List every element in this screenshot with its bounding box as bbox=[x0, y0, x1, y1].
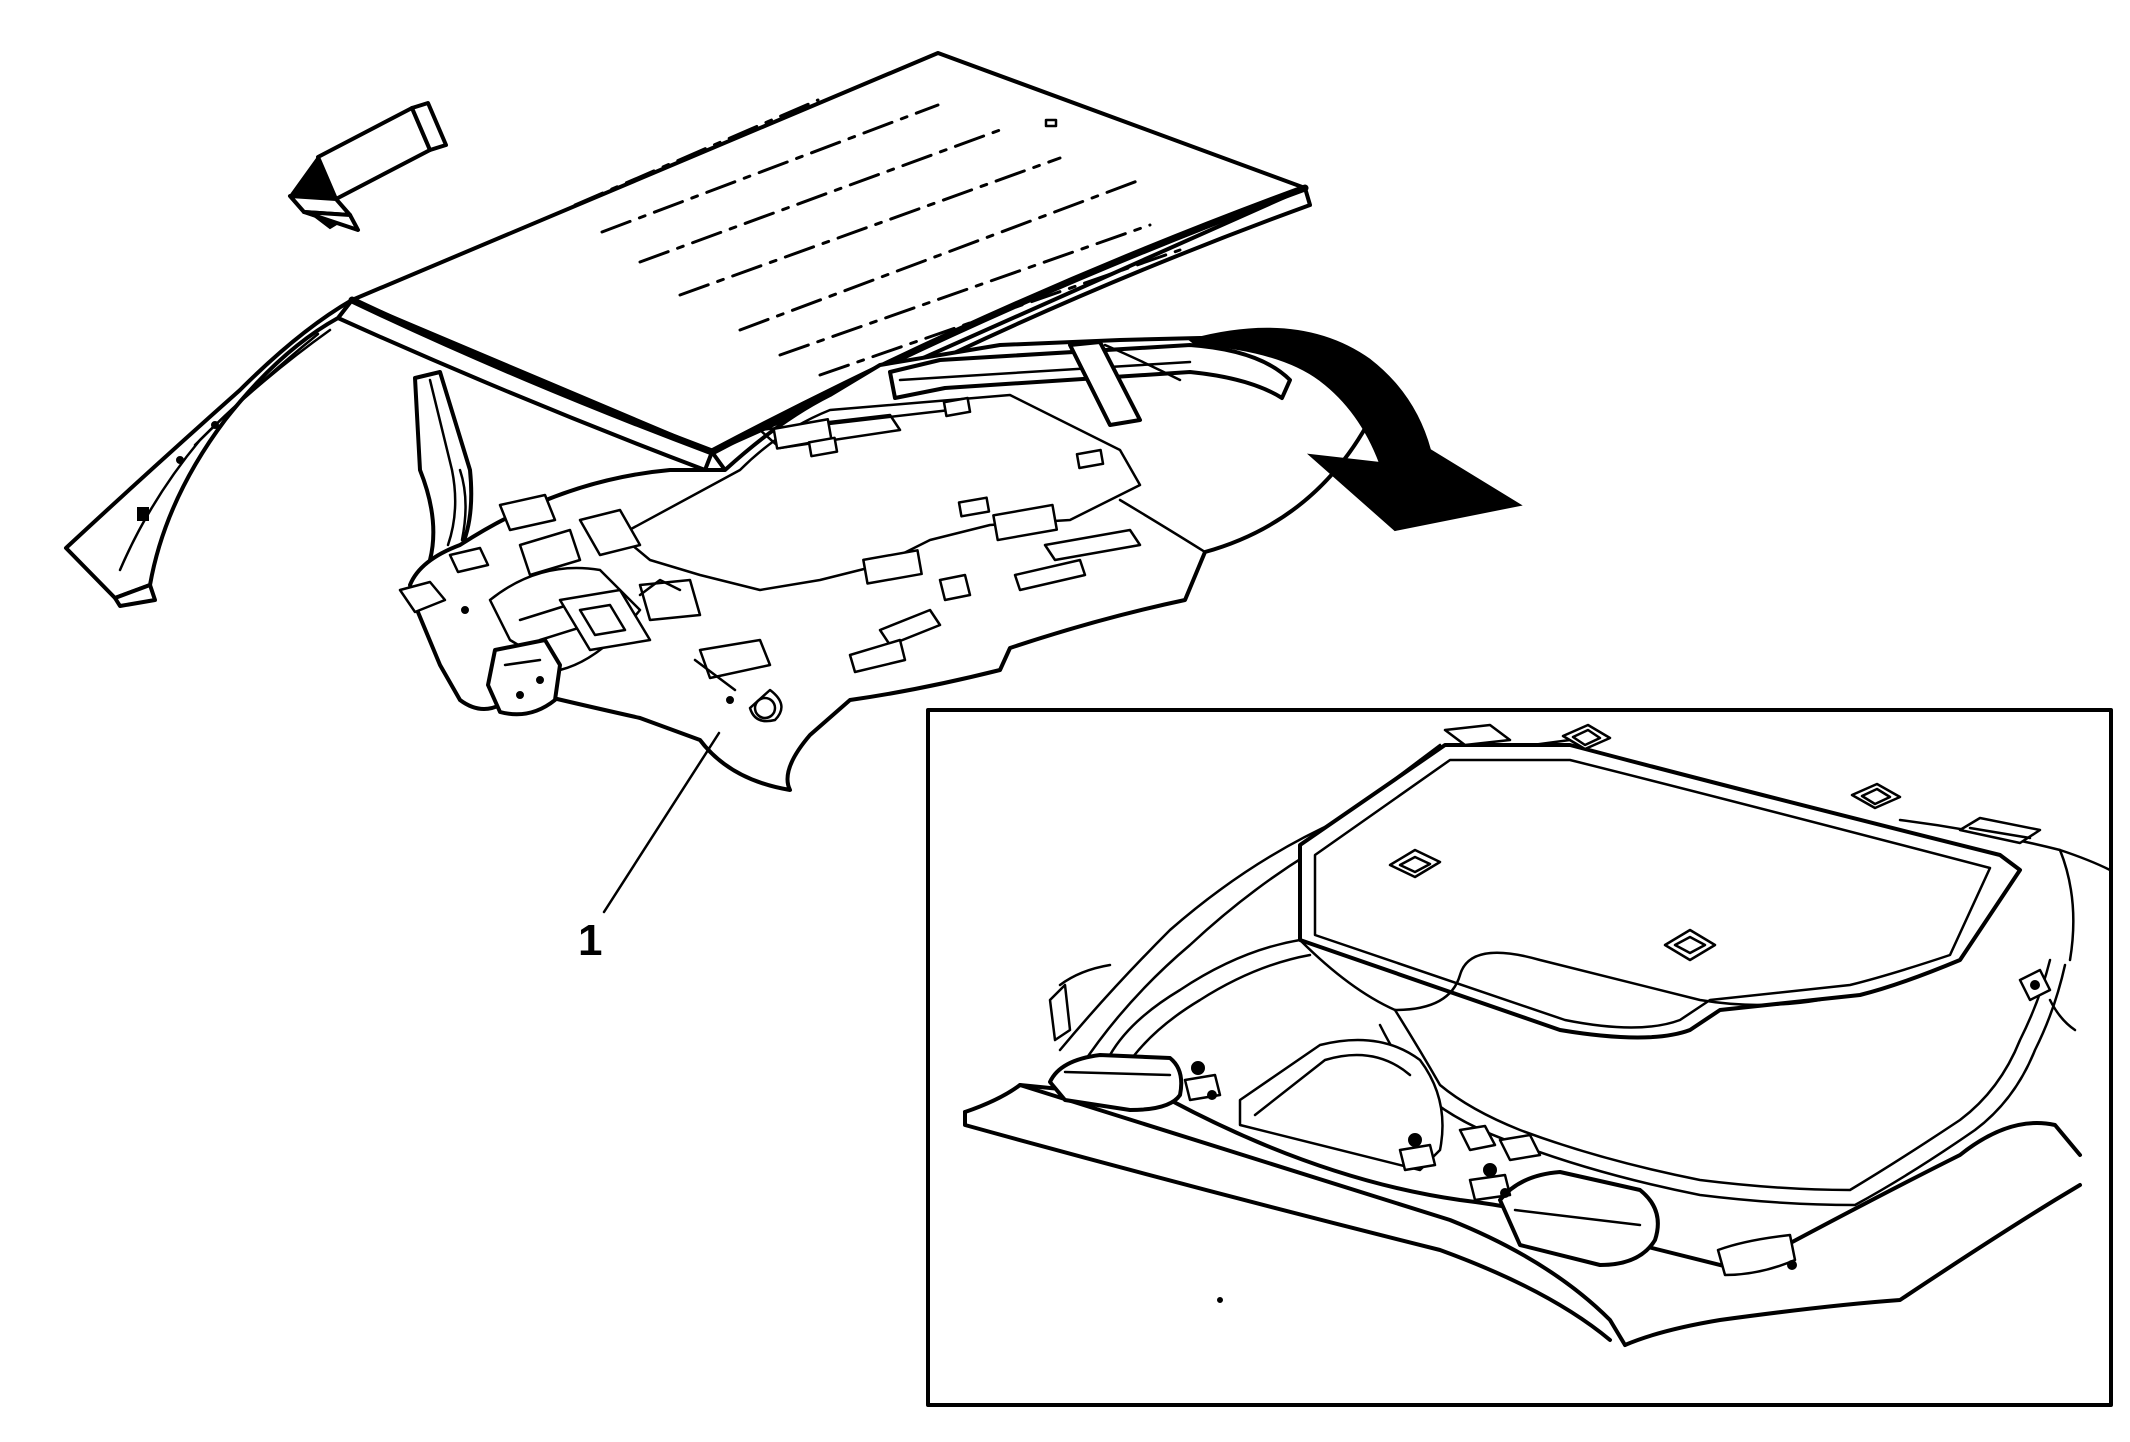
rotation-arrow-icon bbox=[1187, 327, 1523, 532]
headliner-assembly bbox=[398, 336, 1377, 792]
inset-headliner bbox=[963, 723, 2112, 1347]
callout-label-1: 1 bbox=[578, 916, 602, 965]
a-pillar bbox=[64, 298, 354, 608]
callout-1: 1 bbox=[578, 731, 721, 965]
b-pillar bbox=[413, 370, 474, 562]
roof-panel bbox=[336, 51, 1312, 472]
detail-inset bbox=[926, 708, 2113, 1407]
front-direction-arrow-icon bbox=[288, 101, 448, 232]
